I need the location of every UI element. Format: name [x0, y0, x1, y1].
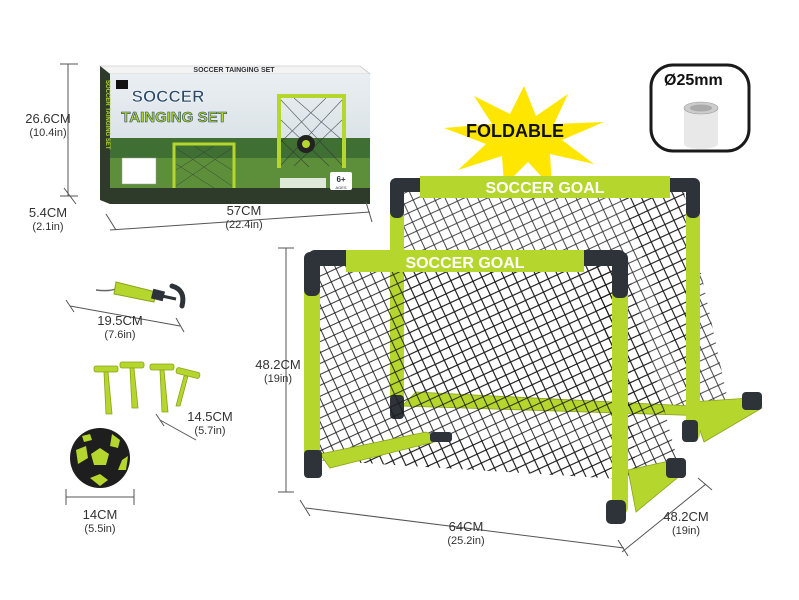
pegs-label: 14.5CM (5.7in) — [170, 410, 250, 438]
box-height-in: (10.4in) — [29, 127, 67, 139]
goal-height-in: (19in) — [263, 373, 293, 385]
pump-illustration — [95, 281, 186, 309]
box-title-line1: SOCCER — [132, 87, 205, 106]
goal-width-label: 64CM (25.2in) — [426, 520, 506, 548]
box-title-line2: TAINGING SET — [121, 109, 227, 126]
pegs-cm: 14.5CM — [187, 409, 233, 424]
box-side-text: SOCCER TAINGING SET — [104, 80, 110, 150]
diameter-badge — [649, 63, 751, 153]
goal-width-cm: 64CM — [448, 519, 484, 534]
box-age: 6+ — [336, 175, 345, 184]
box-depth-label: 5.4CM (2.1in) — [8, 206, 88, 234]
goal-height-label: 48.2CM (19in) — [238, 358, 318, 386]
pump-in: (7.6in) — [104, 329, 136, 341]
front-goal-banner: SOCCER GOAL — [405, 255, 524, 272]
box-height-cm: 26.6CM — [25, 111, 71, 126]
diameter-label: Ø25mm — [664, 72, 723, 89]
box-top-text: SOCCER TAINGING SET — [193, 67, 275, 74]
pump-cm: 19.5CM — [97, 313, 143, 328]
ball-label: 14CM (5.5in) — [60, 508, 140, 536]
goal-depth-label: 48.2CM (19in) — [646, 510, 726, 538]
ball-cm: 14CM — [82, 507, 118, 522]
box-age-sub: AGES — [335, 185, 346, 190]
front-goal: SOCCER GOAL — [304, 250, 686, 524]
box-depth-in: (2.1in) — [32, 221, 64, 233]
box-depth-cm: 5.4CM — [28, 205, 68, 220]
goal-height-cm: 48.2CM — [255, 357, 301, 372]
goal-depth-cm: 48.2CM — [663, 509, 709, 524]
goal-depth-in: (19in) — [671, 525, 701, 537]
goals-illustration: SOCCER GOAL SOCCER GOAL — [304, 176, 763, 524]
foldable-burst-icon — [444, 86, 604, 188]
pegs-illustration — [93, 361, 201, 415]
back-goal-banner: SOCCER GOAL — [485, 180, 604, 197]
goal-width-in: (25.2in) — [447, 535, 485, 547]
foldable-label: FOLDABLE — [466, 121, 564, 141]
box-width-cm: 57CM — [226, 203, 262, 218]
box-width-label: 57CM (22.4in) — [204, 204, 284, 232]
product-box: 6+ AGES SOCCER TAINGING SET SOCCER TAING… — [99, 65, 371, 204]
box-width-in: (22.4in) — [225, 219, 263, 231]
pump-label: 19.5CM (7.6in) — [80, 314, 160, 342]
ball-illustration — [70, 428, 130, 488]
ball-in: (5.5in) — [84, 523, 116, 535]
box-height-label: 26.6CM (10.4in) — [8, 112, 88, 140]
pegs-in: (5.7in) — [194, 425, 226, 437]
